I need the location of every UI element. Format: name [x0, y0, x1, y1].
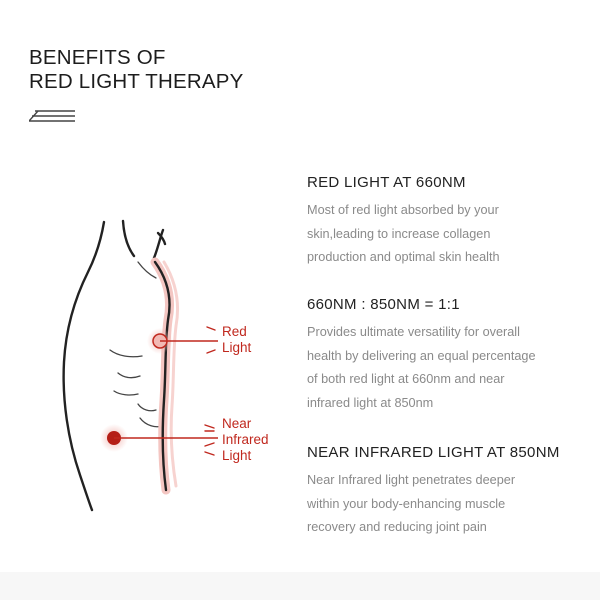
section-text-line: skin,leading to increase collagen — [307, 226, 491, 241]
section-text-line: infrared light at 850nm — [307, 395, 434, 410]
section-heading: RED LIGHT AT 660NM — [307, 174, 466, 191]
section-text-line: within your body-enhancing muscle — [307, 496, 506, 511]
nir-label-line2: Infrared — [222, 432, 269, 447]
title-line-2: RED LIGHT THERAPY — [29, 70, 244, 93]
section-heading: 660NM : 850NM = 1:1 — [307, 296, 460, 313]
section-text-line: Near Infrared light penetrates deeper — [307, 473, 516, 487]
section-text-line: production and optimal skin health — [307, 250, 500, 264]
section-text-line: of both red light at 660nm and near — [307, 372, 505, 386]
section-text-line: recovery and reducing joint pain — [307, 520, 487, 534]
nir-label-line1: Near — [222, 416, 252, 431]
section-near-infrared: NEAR INFRARED LIGHT AT 850NM Near Infrar… — [307, 444, 587, 540]
section-heading: NEAR INFRARED LIGHT AT 850NM — [307, 444, 560, 461]
red-label-line1: Red — [222, 324, 247, 339]
title-line-1: BENEFITS OF — [29, 46, 166, 69]
page-title: BENEFITS OF RED LIGHT THERAPY — [29, 46, 244, 94]
section-red-light: RED LIGHT AT 660NM Most of red light abs… — [307, 174, 587, 270]
nir-label-line3: Light — [222, 448, 252, 463]
red-light-label: Red Light — [222, 324, 251, 356]
near-infrared-label: Near Infrared Light — [222, 416, 269, 464]
red-label-line2: Light — [222, 340, 252, 355]
section-text-line: Provides ultimate versatility for overal… — [307, 325, 520, 339]
section-text-line: health by delivering an equal percentage — [307, 348, 536, 363]
section-text-line: Most of red light absorbed by your — [307, 203, 499, 217]
decorative-lines-icon — [29, 110, 75, 122]
footer-band — [0, 572, 600, 600]
section-ratio: 660NM : 850NM = 1:1 Provides ultimate ve… — [307, 296, 587, 415]
